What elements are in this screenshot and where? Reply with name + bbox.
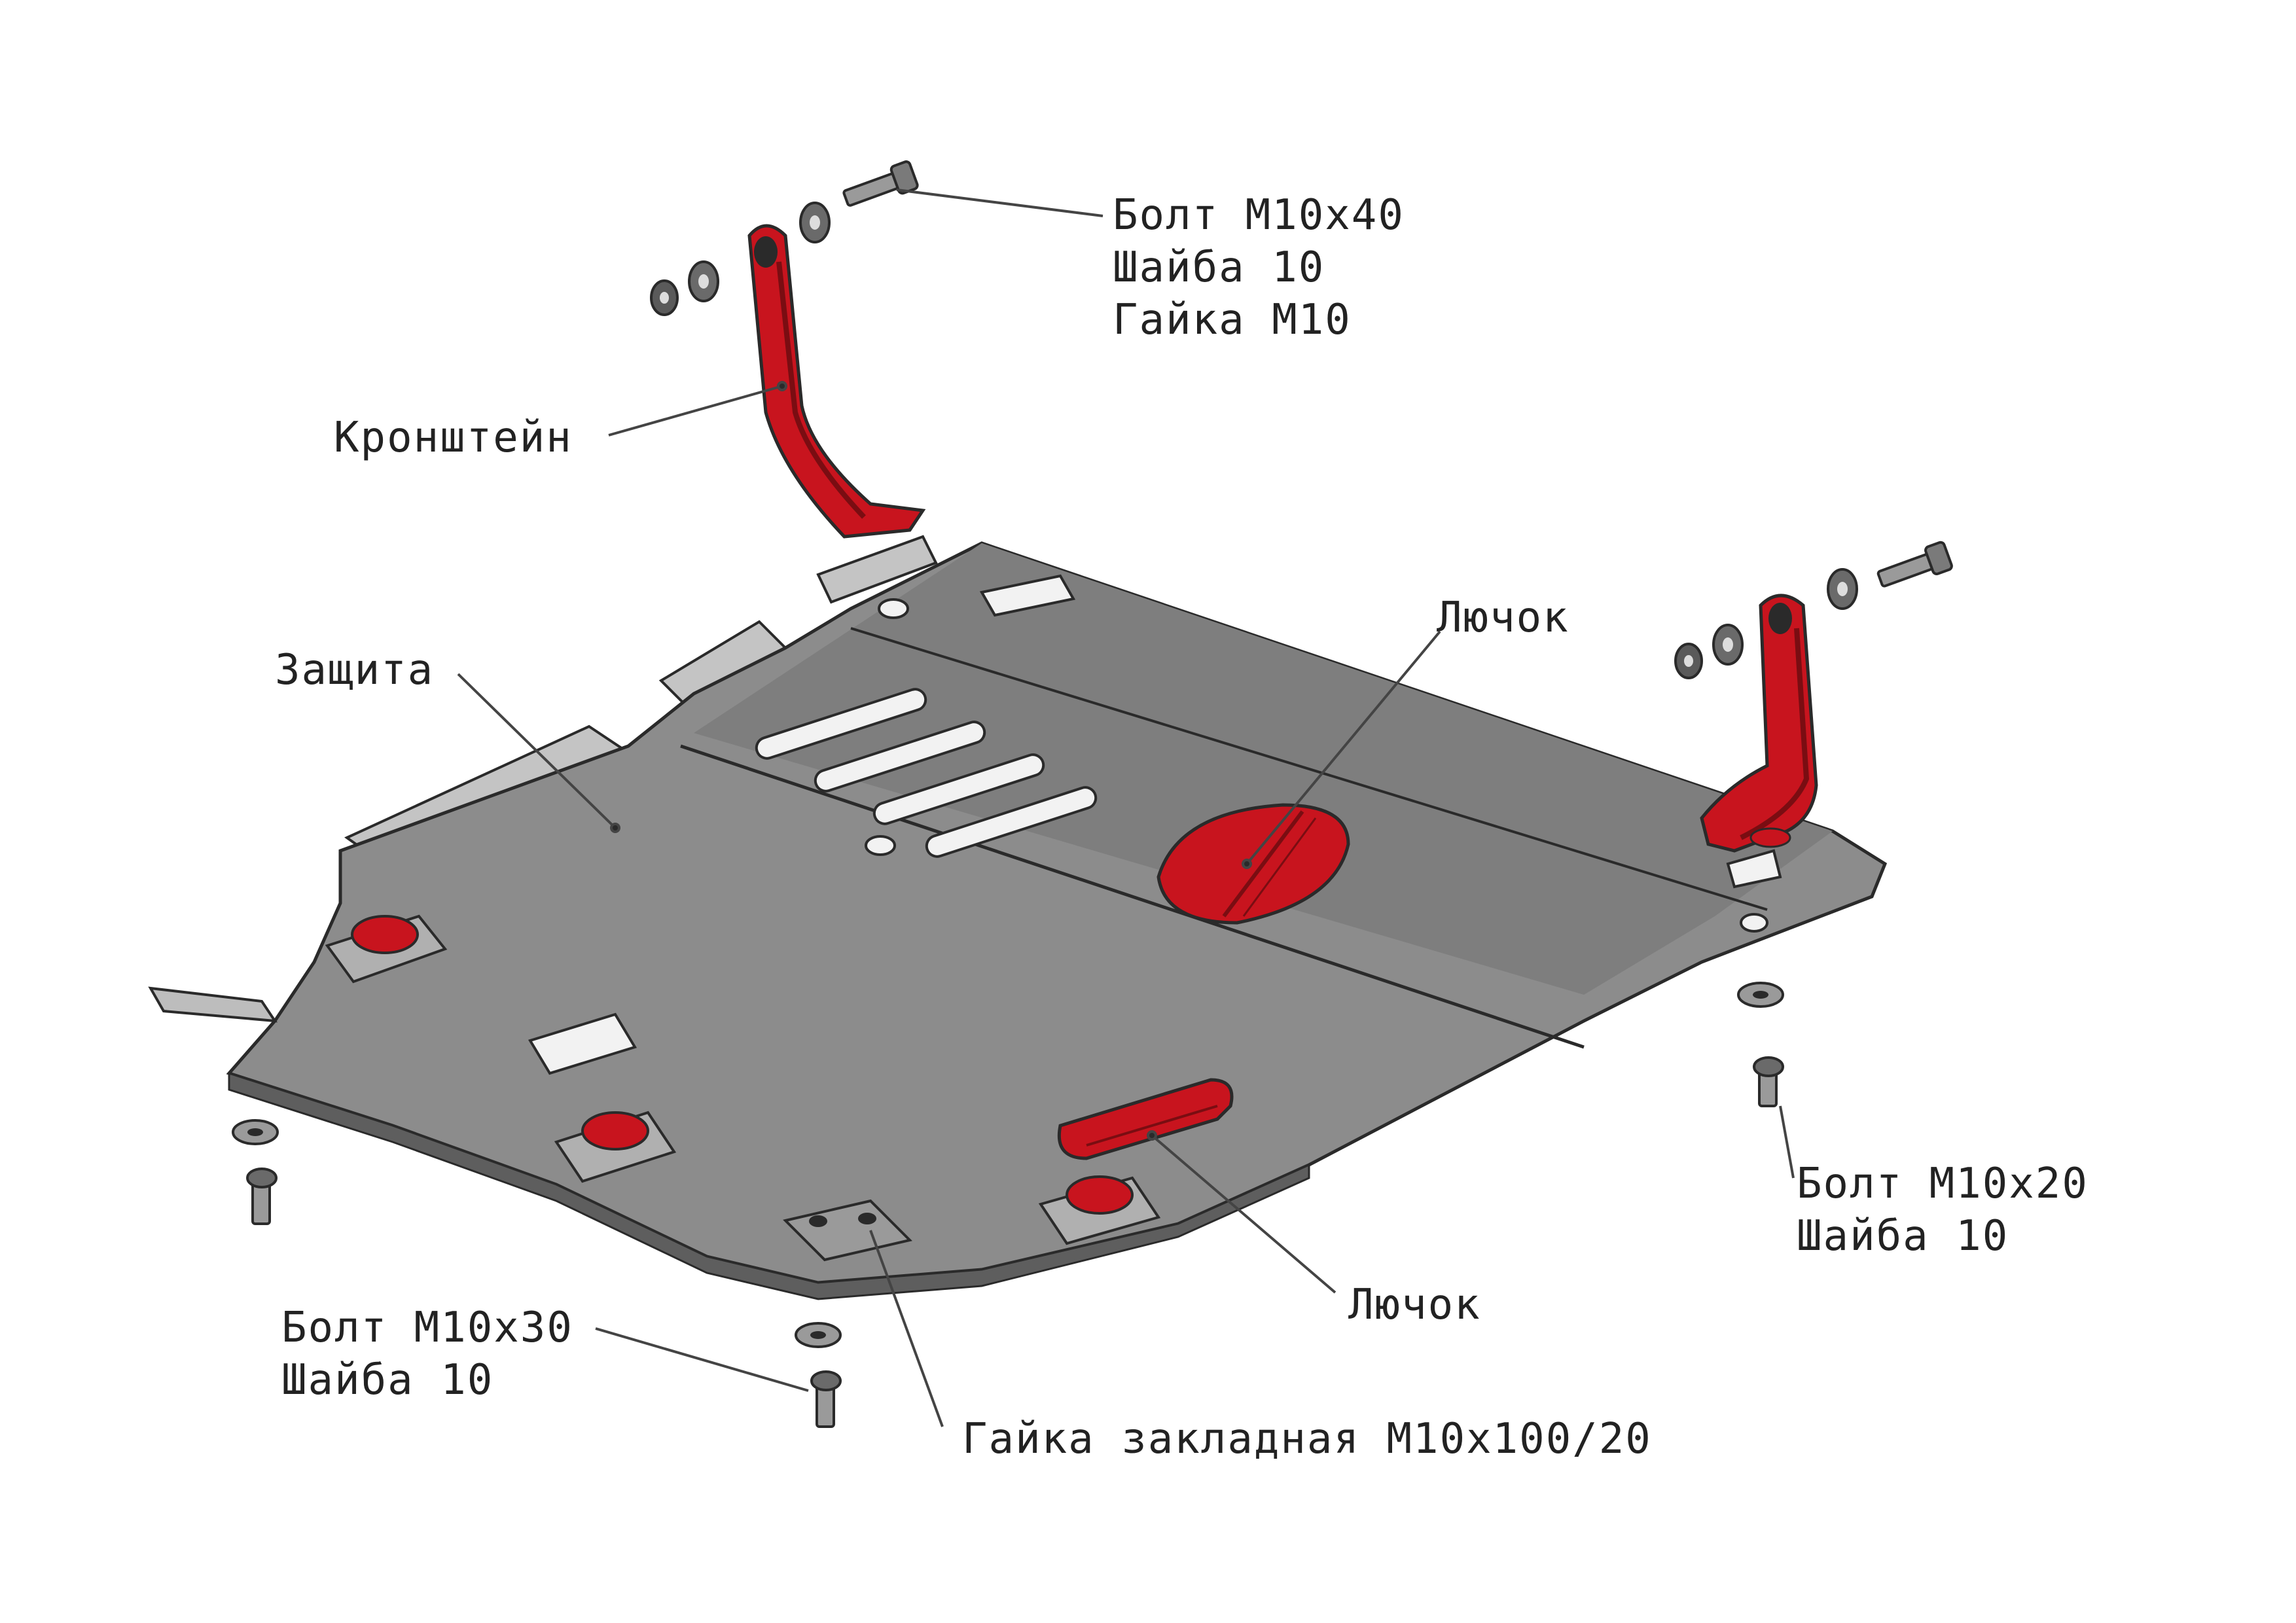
fastener-bottom-left <box>232 1119 279 1225</box>
label-washer-10-top: Шайба 10 <box>1113 243 1325 292</box>
skid-plate <box>148 535 1888 1300</box>
plate-hole <box>878 598 909 619</box>
bolt-icon <box>1876 541 1953 588</box>
label-bolt-m10x20: Болт М10х20 <box>1797 1160 2089 1208</box>
label-washer-10-left: Шайба 10 <box>281 1356 493 1404</box>
leader-bolt-m10x40 <box>896 188 1103 217</box>
hatch-top <box>1157 803 1350 925</box>
mounting-pad <box>1038 1175 1161 1245</box>
leader-hatch-bottom <box>1151 1134 1336 1294</box>
mounting-pads <box>325 914 1161 1262</box>
plate-cutout <box>1726 849 1782 889</box>
plate-hole <box>1740 913 1768 933</box>
mounting-pad <box>554 1111 677 1183</box>
labels: Болт М10х40 Шайба 10 Гайка М10 Кронштейн… <box>275 191 2089 1463</box>
bracket-left <box>747 224 926 539</box>
fasteners-top-left <box>650 160 919 316</box>
leader-bolt-m10x30 <box>595 1327 809 1392</box>
ventilation-slots <box>755 688 1098 858</box>
label-bracket: Кронштейн <box>334 414 573 462</box>
label-hatch-top: Лючок <box>1437 594 1570 642</box>
label-embedded-nut: Гайка закладная М10х100/20 <box>962 1415 1652 1463</box>
plate-bend-line <box>850 627 1768 911</box>
leader-embedded-nut <box>869 1230 944 1427</box>
bracket-right <box>1700 594 1818 853</box>
leader-hatch-top <box>1246 630 1441 865</box>
plate-bend-line <box>680 744 1585 1049</box>
bolt-icon <box>810 1370 842 1428</box>
bolt-icon <box>1753 1056 1784 1107</box>
hatch-bottom <box>1057 1078 1234 1160</box>
embedded-nut-plate <box>783 1199 912 1262</box>
plate-cutout <box>979 574 1076 617</box>
label-hatch-bottom: Лючок <box>1348 1281 1481 1329</box>
leader-lines <box>457 188 1795 1427</box>
plate-cutout <box>528 1012 637 1075</box>
bolt-icon <box>842 160 919 207</box>
label-nut-m10: Гайка М10 <box>1113 296 1352 344</box>
fastener-bottom-right <box>1737 982 1784 1107</box>
leader-bolt-m10x20 <box>1779 1105 1795 1179</box>
label-guard: Защита <box>275 646 434 694</box>
plate-side-tab <box>148 986 278 1023</box>
leader-bracket <box>608 385 783 437</box>
plate-front-lip <box>228 1071 1310 1300</box>
mounting-pad <box>325 914 448 984</box>
label-bolt-m10x30: Болт М10х30 <box>281 1304 573 1352</box>
label-washer-10-right: Шайба 10 <box>1797 1212 2009 1260</box>
plate-upper-plane <box>694 543 1833 995</box>
label-bolt-m10x40: Болт М10х40 <box>1113 191 1405 240</box>
leader-guard <box>457 673 617 829</box>
fastener-bottom-center <box>795 1322 842 1428</box>
plate-flange-tab <box>816 535 938 604</box>
fasteners-top-right <box>1674 541 1953 679</box>
bolt-icon <box>246 1168 278 1225</box>
